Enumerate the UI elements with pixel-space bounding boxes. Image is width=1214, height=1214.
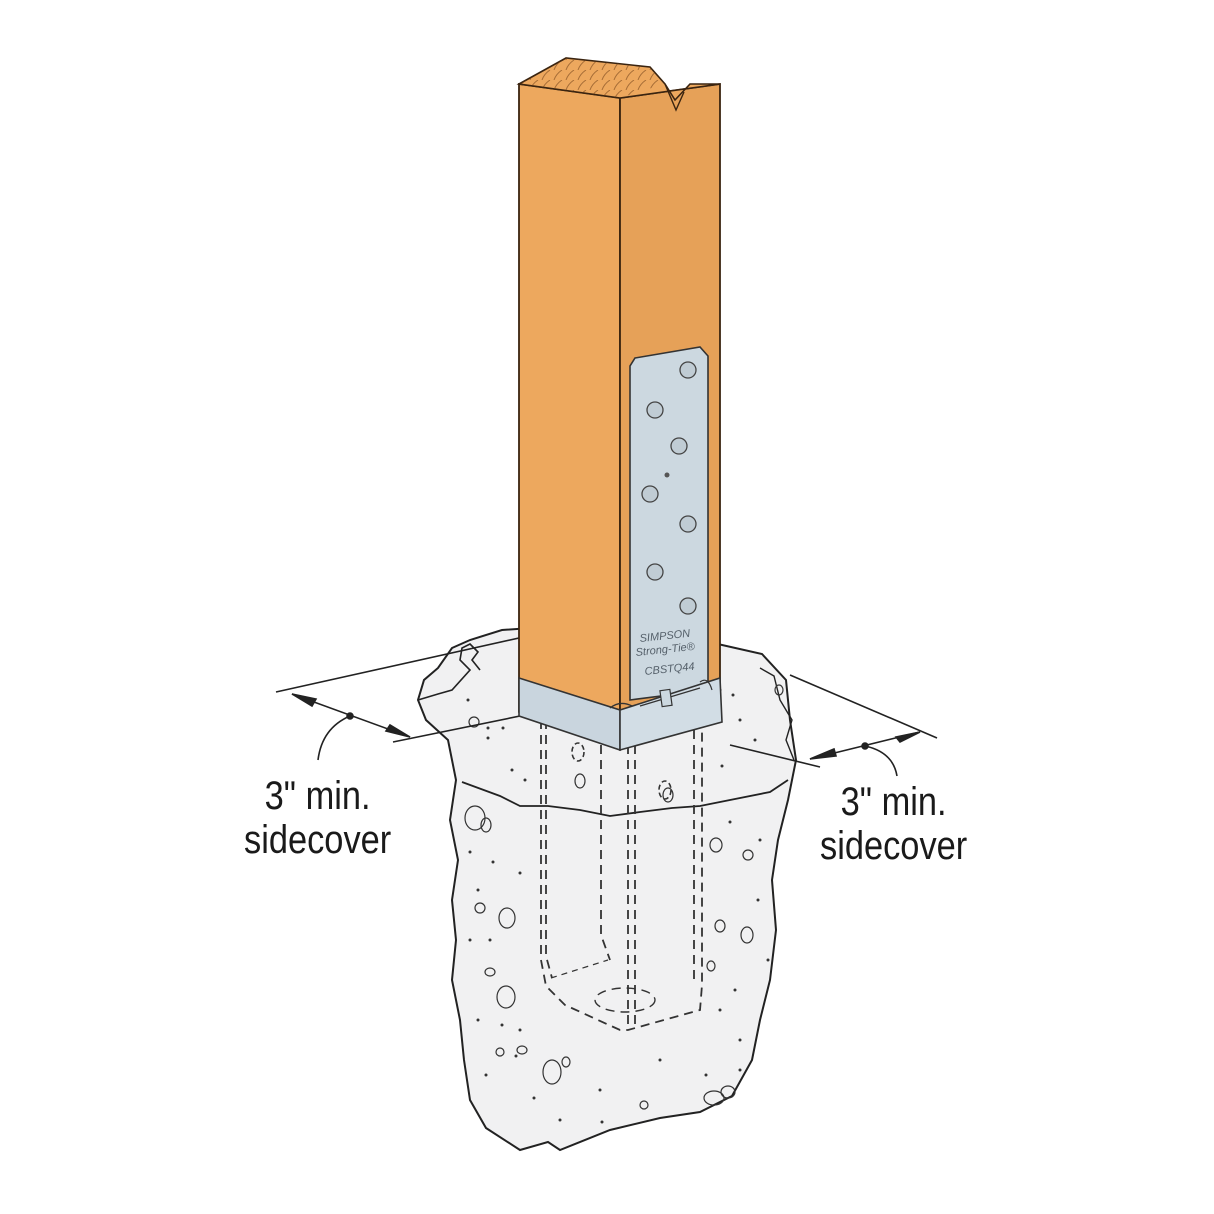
concrete-footing: [416, 624, 798, 1152]
sidecover-label-left: 3" min. sidecover: [244, 774, 391, 862]
sidecover-label-right-line2: sidecover: [820, 824, 968, 868]
connector-base-cup: [518, 676, 723, 752]
sidecover-label-right: 3" min. sidecover: [820, 780, 967, 868]
sidecover-dimension-right: [729, 674, 938, 777]
connector-model-number: CBSTQ44: [644, 661, 695, 678]
sidecover-label-left-line1: 3" min.: [264, 774, 371, 818]
connector-brand-name: SIMPSON: [639, 628, 691, 645]
connector-strap: SIMPSON Strong-Tie® CBSTQ44: [629, 346, 709, 701]
sidecover-label-left-line2: sidecover: [244, 818, 392, 862]
sidecover-label-right-line1: 3" min.: [840, 780, 947, 824]
